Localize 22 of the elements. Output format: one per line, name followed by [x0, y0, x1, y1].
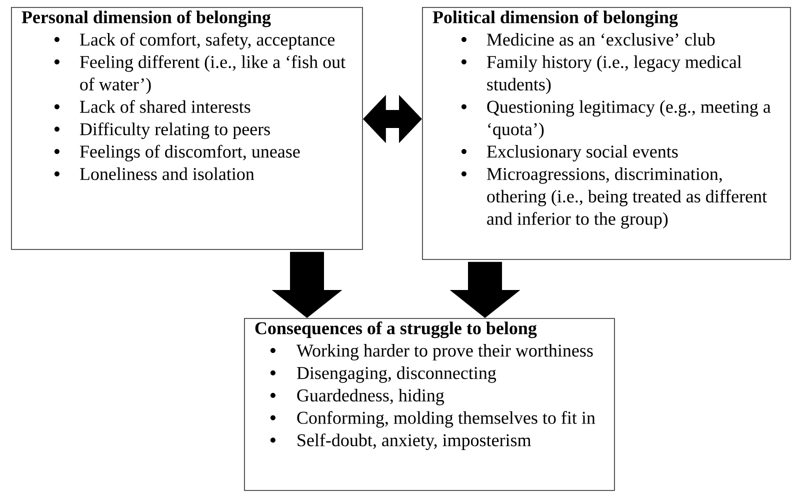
list-item: Conforming, molding themselves to fit in — [297, 411, 596, 428]
list-item: Feeling different (i.e., like a ‘fish out of water’) — [80, 55, 346, 94]
list-item: Lack of comfort, safety, acceptance — [80, 32, 335, 50]
heading: Political dimension of belonging — [432, 10, 678, 28]
text-box — [422, 7, 791, 260]
list-item: Feelings of discomfort, unease — [80, 144, 300, 162]
text-box — [11, 7, 363, 250]
list-item: Self-doubt, anxiety, imposterism — [298, 433, 531, 450]
list-item: Questioning legitimacy (e.g., meeting a ‘quota’) — [487, 100, 771, 139]
list-item: Guardedness, hiding — [297, 388, 444, 406]
list-item: Family history (i.e., legacy medical students) — [486, 55, 742, 94]
list-item: Lack of shared interests — [80, 100, 250, 113]
heading: Personal dimension of belonging — [22, 10, 271, 28]
list-item: Microagressions, discrimination, othering (i.e., being treated as different and inferior to the group) — [486, 167, 767, 229]
list-item: Difficulty relating to peers — [80, 122, 270, 140]
list-item: Disengaging, disconnecting — [296, 366, 496, 383]
list-item: Loneliness and isolation — [80, 167, 254, 180]
list-item: Medicine as an ‘exclusive’ club — [486, 33, 715, 46]
heading: Consequences of a struggle to belong — [255, 321, 537, 338]
list-item: Working harder to prove their worthiness — [296, 344, 593, 360]
text-box — [244, 318, 615, 491]
list-item: Exclusionary social events — [486, 145, 678, 162]
